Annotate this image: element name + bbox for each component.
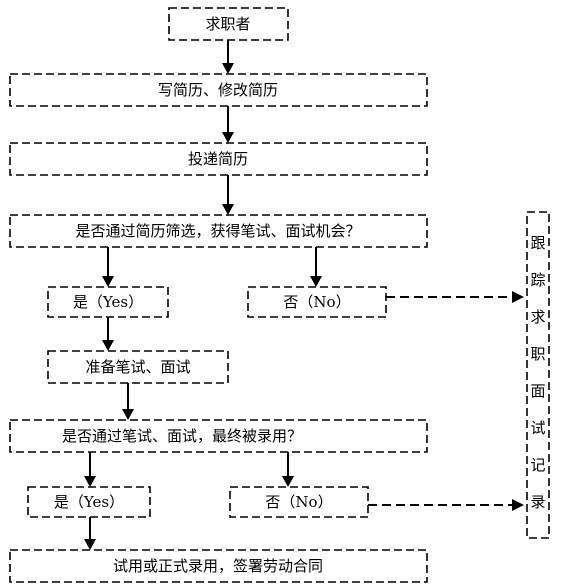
screening-question-label: 是否通过简历筛选，获得笔试、面试机会？ [75,222,360,240]
write-resume-box [9,73,428,107]
final-hire-box [9,549,428,583]
arrowhead [102,340,114,351]
prepare-tests-box [47,350,229,384]
screening-question-box [9,214,428,248]
track-record-char: 职 [530,345,545,363]
track-record-char: 跟 [530,234,545,252]
submit-resume-label: 投递简历 [188,150,248,168]
arrowhead [222,63,234,74]
arrowhead [310,276,322,287]
track-record-char: 记 [530,456,545,474]
track-record-char: 面 [530,382,545,400]
yes2-label: 是（Yes） [54,493,124,511]
arrowhead [102,276,114,287]
arrowhead [122,409,134,420]
no2-box [229,486,369,518]
arrowhead [282,476,294,487]
track-record-char: 求 [530,308,545,326]
arrowhead [84,539,96,550]
track-record-char: 踪 [530,271,545,289]
arrowhead [512,499,524,511]
arrowhead [222,204,234,215]
track-record-char: 试 [530,419,545,437]
applicant-label: 求职者 [205,15,250,33]
yes1-box [47,286,169,318]
no1-box [247,286,387,318]
prepare-tests-label: 准备笔试、面试 [85,358,190,376]
hired-question-box [9,419,428,453]
no1-label: 否（No） [283,293,350,311]
applicant-box [168,7,289,41]
no2-label: 否（No） [265,493,332,511]
track-record-char: 录 [530,493,545,511]
submit-resume-box [9,142,428,176]
yes1-label: 是（Yes） [73,293,143,311]
hired-question-label: 是否通过笔试、面试，最终被录用？ [62,427,302,445]
yes2-box [27,486,151,518]
final-hire-label: 试用或正式录用，签署劳动合同 [113,557,323,575]
arrowhead [512,291,524,303]
track-record-box [526,211,550,539]
arrowhead [222,132,234,143]
arrowhead [84,476,96,487]
write-resume-label: 写简历、修改简历 [158,81,278,99]
